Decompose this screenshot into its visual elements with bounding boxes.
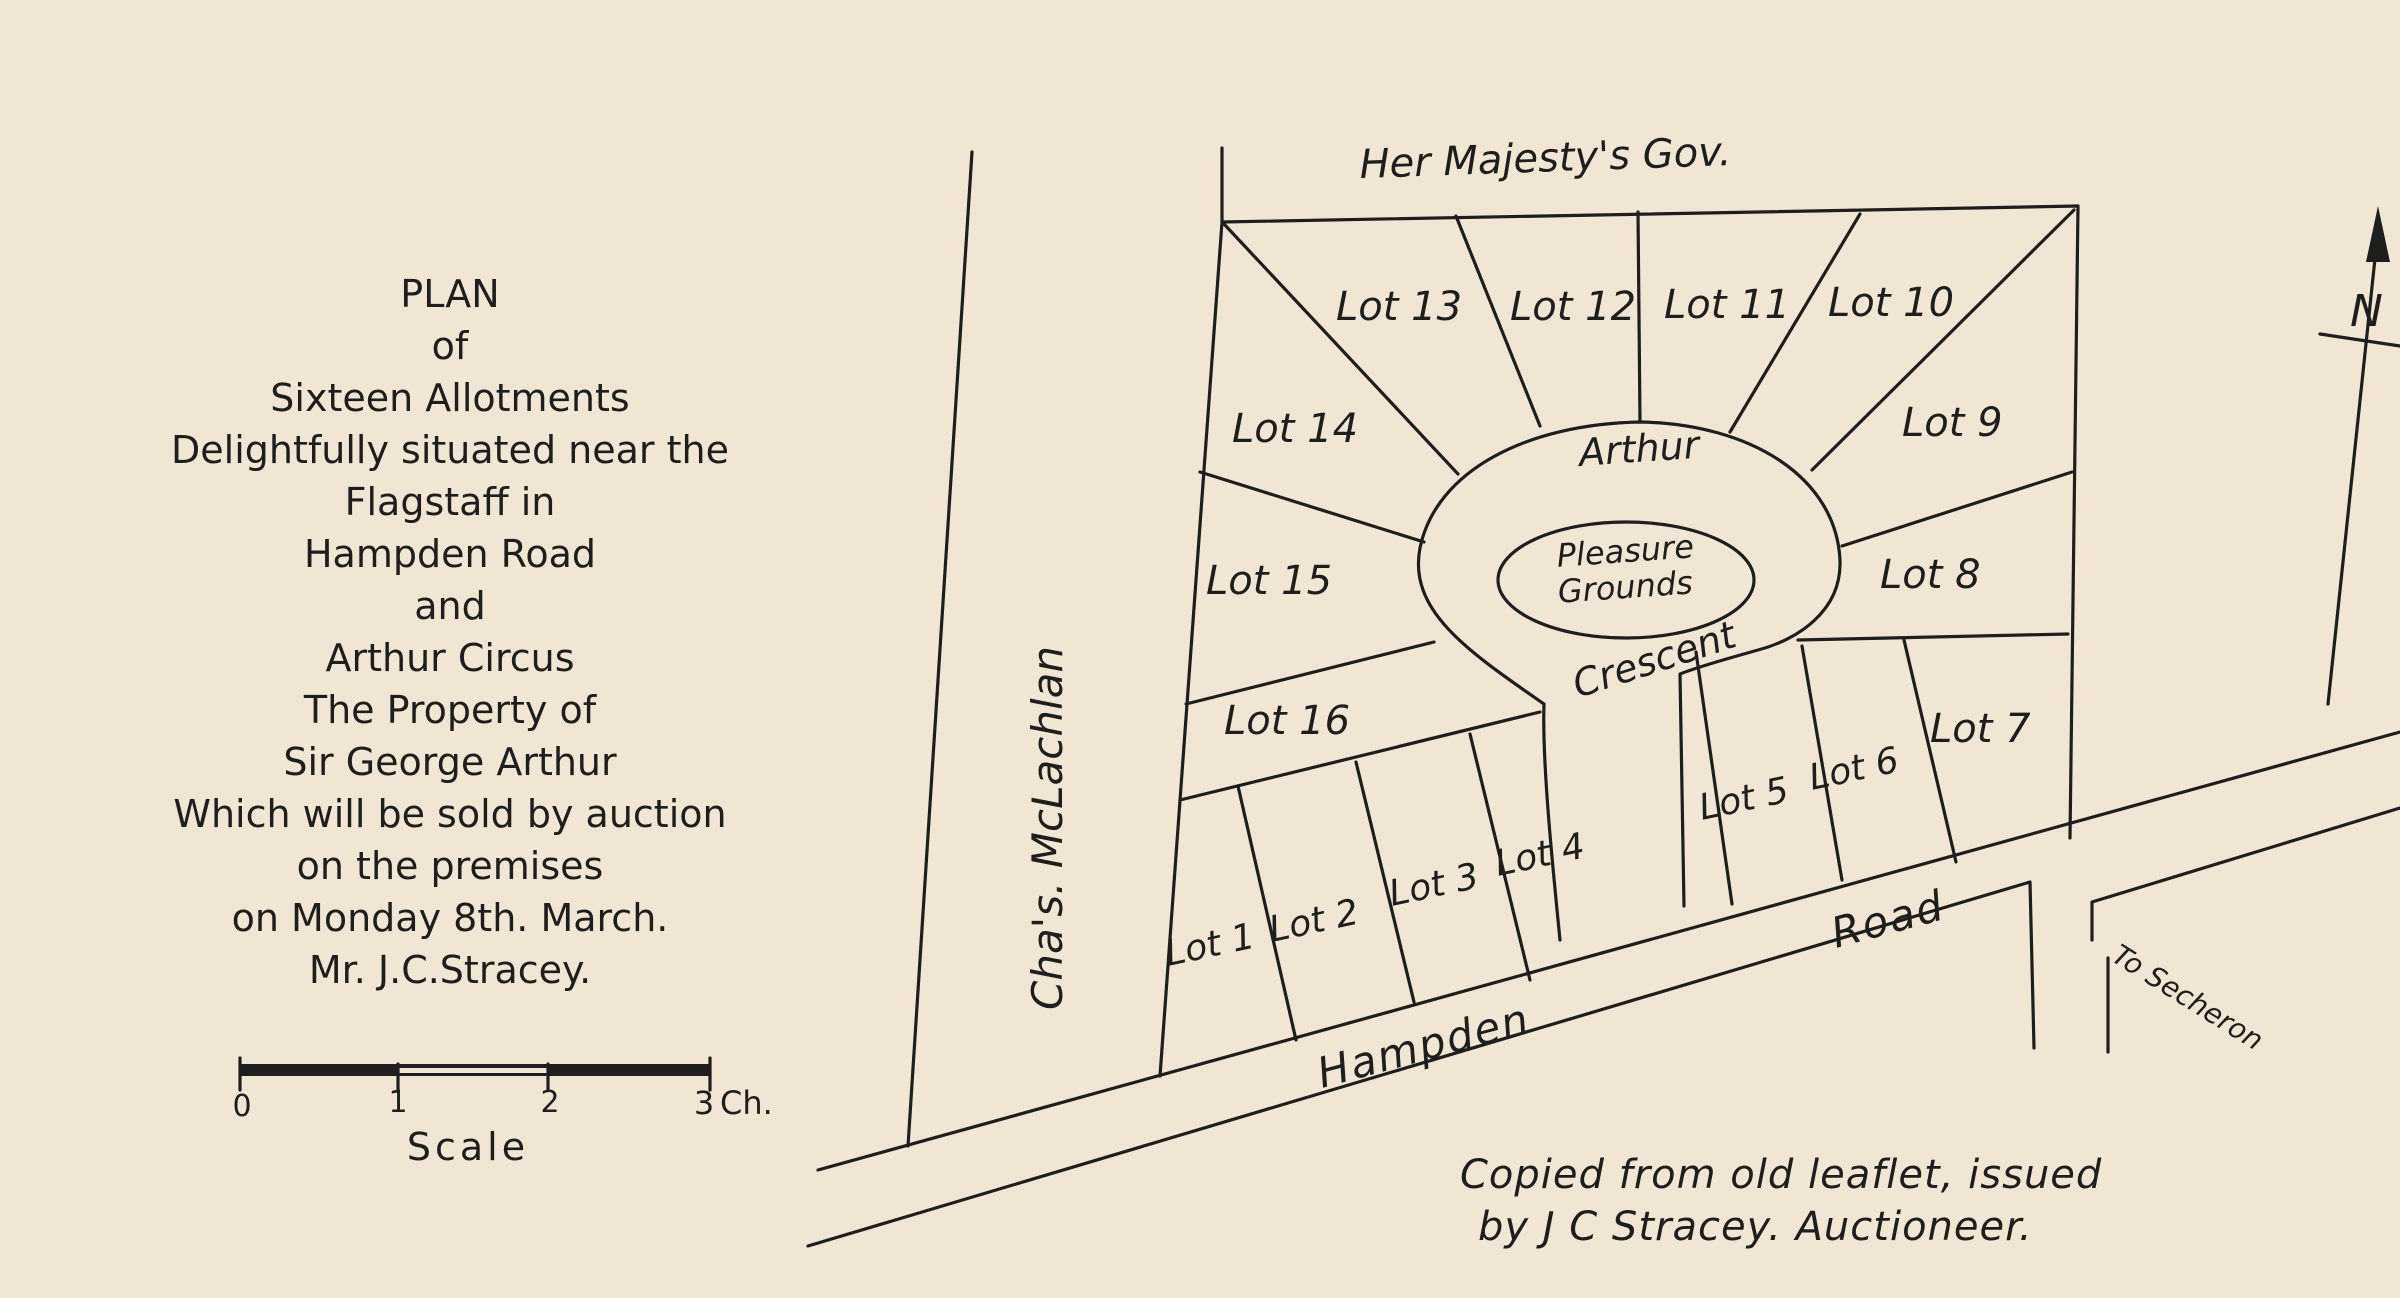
lot-label: Lot 7 bbox=[1930, 706, 2031, 752]
lot-divider bbox=[1902, 638, 1958, 864]
side-road-label: To Secheron bbox=[2106, 938, 2269, 1057]
title-line: on Monday 8th. March. bbox=[231, 896, 669, 940]
lot-label: Lot 14 bbox=[1232, 406, 1358, 452]
lot-label: Lot 13 bbox=[1336, 284, 1462, 330]
scale-label: Scale bbox=[407, 1125, 529, 1169]
neighbour-north-label: Her Majesty's Gov. bbox=[1359, 129, 1732, 188]
scale-unit: Ch. bbox=[720, 1084, 773, 1122]
neighbour-boundary-line bbox=[906, 150, 974, 1148]
title-line: Mr. J.C.Stracey. bbox=[308, 948, 592, 992]
copy-note-line-2: by J C Stracey. Auctioneer. bbox=[1478, 1204, 2033, 1250]
lot-label: Lot 8 bbox=[1880, 552, 1981, 598]
lot-divider bbox=[1468, 732, 1532, 982]
lot-label: Lot 12 bbox=[1510, 284, 1636, 330]
lot-divider bbox=[1184, 640, 1436, 706]
title-line: Which will be sold by auction bbox=[173, 792, 727, 836]
allotment-boundary bbox=[1158, 146, 2080, 1078]
title-line: Flagstaff in bbox=[344, 480, 556, 524]
lot-label: Lot 16 bbox=[1224, 698, 1350, 744]
plan-title-block: PLAN of Sixteen Allotments Delightfully … bbox=[140, 268, 760, 996]
scale-bar: 0 1 2 3 Ch. Scale bbox=[232, 1056, 773, 1169]
title-line: The Property of bbox=[303, 688, 597, 732]
lot-label: Lot 10 bbox=[1828, 280, 1954, 326]
north-arrow-shaft bbox=[2326, 228, 2380, 706]
road-label-right: Road bbox=[1826, 880, 1950, 957]
road-north-edge bbox=[816, 730, 2400, 1172]
lot-label: Lot 3 bbox=[1385, 856, 1482, 915]
neighbour-west-label: Cha's. McLachlan bbox=[1023, 646, 1072, 1010]
lot-divider bbox=[1840, 470, 2074, 548]
circus-name-top: Arthur bbox=[1575, 423, 1703, 476]
scale-tick-label: 2 bbox=[540, 1085, 559, 1120]
lot-divider bbox=[1796, 632, 2070, 642]
lot-divider bbox=[1454, 214, 1542, 428]
scale-tick-label: 0 bbox=[232, 1089, 251, 1124]
north-arrow-label: N bbox=[2350, 286, 2383, 337]
lot-divider bbox=[1354, 760, 1416, 1004]
title-line: Arthur Circus bbox=[325, 636, 575, 680]
lot-divider bbox=[1236, 784, 1298, 1042]
lot-label: Lot 15 bbox=[1206, 558, 1332, 604]
lot-dividers bbox=[1178, 208, 2076, 1042]
lot-label: Lot 1 bbox=[1161, 916, 1258, 975]
north-arrow-crossbar bbox=[2318, 332, 2400, 348]
scale-bar-gap bbox=[398, 1068, 548, 1073]
title-line: Delightfully situated near the bbox=[171, 428, 729, 472]
lot-label: Lot 11 bbox=[1664, 282, 1790, 328]
pleasure-grounds-label-bottom: Grounds bbox=[1557, 563, 1694, 610]
lot-divider bbox=[1198, 470, 1426, 544]
lot-divider bbox=[1222, 222, 1460, 476]
title-line: on the premises bbox=[296, 844, 604, 888]
lot-label: Lot 5 bbox=[1695, 770, 1792, 829]
title-line: Sir George Arthur bbox=[283, 740, 617, 784]
title-line: and bbox=[414, 584, 486, 628]
lot-divider bbox=[1810, 208, 2076, 472]
scale-tick-label: 3 bbox=[694, 1084, 714, 1122]
lot-label: Lot 4 bbox=[1491, 826, 1588, 885]
arthur-circus bbox=[1416, 420, 1842, 942]
road-south-edge bbox=[806, 806, 2400, 1248]
lot-divider bbox=[1178, 710, 1542, 802]
road-label-left: Hampden bbox=[1312, 994, 1535, 1098]
copy-note-line-1: Copied from old leaflet, issued bbox=[1460, 1152, 2102, 1198]
north-arrow: N bbox=[2318, 206, 2400, 706]
lot-divider bbox=[1800, 644, 1844, 882]
circus-ring bbox=[1416, 420, 1842, 942]
title-line: Hampden Road bbox=[303, 532, 596, 576]
lot-label: Lot 9 bbox=[1902, 400, 2003, 446]
lot-divider bbox=[1728, 212, 1862, 434]
pleasure-grounds-outline bbox=[1496, 520, 1756, 640]
north-arrow-head bbox=[2366, 206, 2390, 262]
scale-tick-label: 1 bbox=[388, 1085, 407, 1120]
circus-name-bottom: Crescent bbox=[1567, 612, 1743, 707]
lot-label: Lot 2 bbox=[1265, 892, 1362, 951]
lot-divider bbox=[1636, 210, 1642, 424]
title-line: PLAN bbox=[400, 272, 500, 316]
lot-divider bbox=[1694, 650, 1734, 906]
hampden-road bbox=[806, 730, 2400, 1248]
title-line: Sixteen Allotments bbox=[270, 376, 630, 420]
title-line: of bbox=[431, 324, 469, 368]
